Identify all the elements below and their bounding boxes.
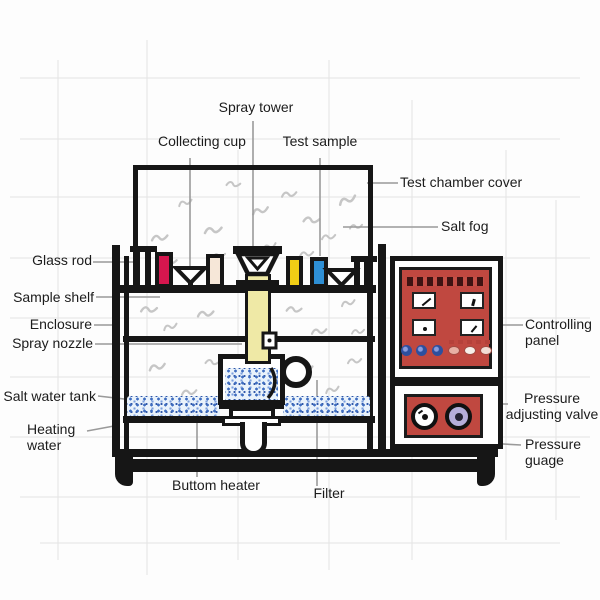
panel-knob[interactable] [432,345,443,356]
label-heating-water-line1: Heating [27,421,76,437]
stand-bar [116,459,494,472]
label-pressure-adjusting-valve-line1: Pressure [523,390,581,406]
spray-tower-column [245,274,271,364]
stand-leg-left [115,456,133,486]
panel-button[interactable] [448,346,460,355]
enclosure-wall-left-outer [112,245,120,457]
glass-rod-left-2 [145,252,151,287]
heater-cup-water [225,368,278,400]
label-spray-tower: Spray tower [218,99,294,115]
label-pressure-guage: Pressure guage [525,436,581,468]
glass-rod-left-1 [134,252,140,287]
test-sample-yellow [286,256,303,289]
label-pressure-guage-line2: guage [525,452,564,468]
label-glass-rod: Glass rod [32,252,92,268]
label-controlling-panel: Controlling panel [525,316,592,348]
panel-button-marks [449,340,491,344]
label-enclosure: Enclosure [29,316,92,332]
test-sample-blue [310,257,328,288]
label-pressure-guage-line1: Pressure [525,436,582,452]
label-pressure-adjusting-valve: Pressure adjusting valve [504,390,600,422]
label-controlling-panel-line2: panel [525,332,560,348]
glass-rod-right-cap [351,256,377,262]
test-sample-red [155,252,173,288]
control-housing-divider [390,377,503,386]
label-buttom-heater: Buttom heater [172,477,260,493]
label-spray-nozzle: Spray nozzle [12,335,93,351]
panel-meter [460,292,484,309]
stand-top-rail [112,449,498,457]
enclosure-wall-right-outer [378,244,386,456]
pressure-valve-dial[interactable] [445,403,472,430]
panel-knob[interactable] [416,345,427,356]
label-pressure-adjusting-valve-line2: adjusting valve [505,406,599,422]
label-filter: Filter [313,485,345,501]
label-heating-water: Heating water [27,421,75,453]
stand-leg-right [477,456,495,486]
label-sample-shelf: Sample shelf [13,289,94,305]
panel-header-text [407,277,484,286]
glass-rod-right-2 [364,262,370,287]
label-test-chamber-cover: Test chamber cover [400,174,523,190]
label-salt-water-tank: Salt water tank [3,388,96,404]
pressure-guage-dial[interactable] [411,403,438,430]
label-salt-fog: Salt fog [441,218,489,234]
label-collecting-cup: Collecting cup [158,133,246,149]
panel-button[interactable] [464,346,476,355]
enclosure-wall-right-inner [367,262,373,456]
filter-tube [240,422,267,456]
label-controlling-panel-line1: Controlling [525,316,592,332]
panel-meter [412,319,436,336]
label-test-sample: Test sample [282,133,358,149]
heater-cup-flange [219,400,284,409]
panel-knob[interactable] [401,345,412,356]
test-sample-beige [206,254,224,288]
panel-meter [412,292,436,309]
enclosure-wall-left-inner [124,256,129,456]
glass-rod-left-cap [130,246,157,252]
salt-water-left [127,396,220,417]
panel-meter [460,319,484,336]
label-heating-water-line2: water [27,437,62,453]
glass-rod-right-1 [354,262,360,287]
panel-button[interactable] [480,346,492,355]
salt-water-right [283,396,370,417]
